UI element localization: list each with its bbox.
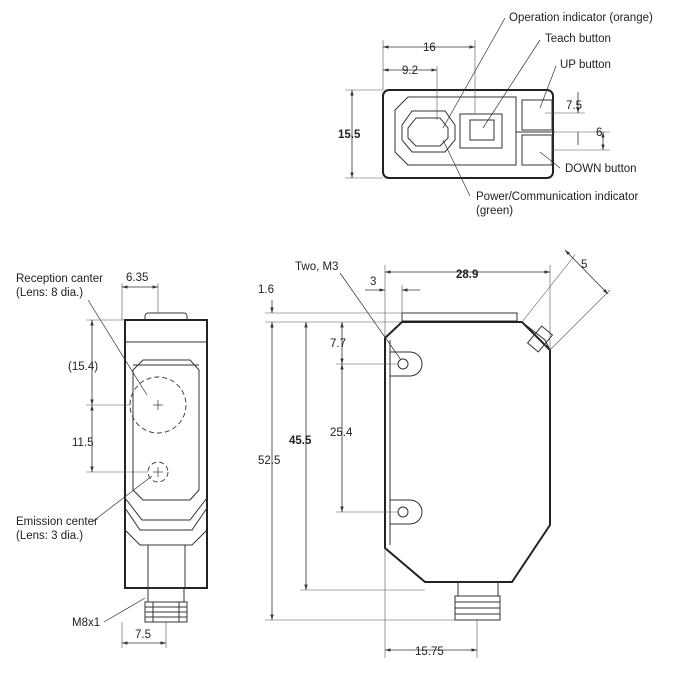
callout-operation-indicator: Operation indicator (orange) <box>509 12 653 24</box>
callout-power-indicator: Power/Communication indicator <box>476 191 639 203</box>
callout-power-indicator-color: (green) <box>476 205 513 217</box>
callout-up-button: UP button <box>560 59 611 71</box>
callout-emission-center: Emission center <box>16 516 98 528</box>
dim-top-16: 16 <box>423 42 436 54</box>
callout-reception-lens: (Lens: 8 dia.) <box>16 287 83 299</box>
side-connector <box>457 581 499 597</box>
dim-side-3: 3 <box>370 276 376 288</box>
dim-side-1-6: 1.6 <box>258 284 274 296</box>
dim-side-28-9: 28.9 <box>456 269 478 281</box>
callout-teach-button: Teach button <box>545 33 611 45</box>
callout-down-button: DOWN button <box>565 163 637 175</box>
dim-side-7-7: 7.7 <box>330 338 346 350</box>
reception-lens <box>129 376 187 434</box>
dim-side-45-5: 45.5 <box>289 435 312 447</box>
connector <box>147 587 185 603</box>
dim-side-15-75: 15.75 <box>415 646 444 658</box>
dim-top-15-5: 15.5 <box>338 129 361 141</box>
dim-front-15-4: (15.4) <box>68 361 98 373</box>
callout-emission-lens: (Lens: 3 dia.) <box>16 530 83 542</box>
dim-side-5: 5 <box>581 259 587 271</box>
top-view-body <box>382 89 554 179</box>
dim-top-9-2: 9.2 <box>402 65 418 77</box>
callout-two-m3: Two, M3 <box>295 261 338 273</box>
side-view: 28.9 3 5 1.6 52.5 45.5 7.7 25.4 <box>258 249 611 658</box>
dim-top-7-5: 7.5 <box>566 100 582 112</box>
dim-side-52-5: 52.5 <box>258 455 280 467</box>
callout-reception-center: Reception canter <box>16 273 103 285</box>
dim-side-25-4: 25.4 <box>330 427 353 439</box>
teach-button-shape <box>459 113 503 149</box>
up-button-shape <box>521 99 553 131</box>
dim-front-6-35: 6.35 <box>126 272 148 284</box>
emission-lens <box>147 461 169 483</box>
callout-m8x1: M8x1 <box>72 617 100 629</box>
front-view: 6.35 (15.4) 11.5 7.5 Reception canter (L… <box>16 272 208 648</box>
dim-front-7-5: 7.5 <box>135 629 151 641</box>
top-view: 16 9.2 15.5 7.5 6 Operation indicator (o… <box>338 12 653 217</box>
dim-top-6: 6 <box>596 127 602 139</box>
side-view-body <box>384 321 551 583</box>
dim-front-11-5: 11.5 <box>72 437 94 449</box>
